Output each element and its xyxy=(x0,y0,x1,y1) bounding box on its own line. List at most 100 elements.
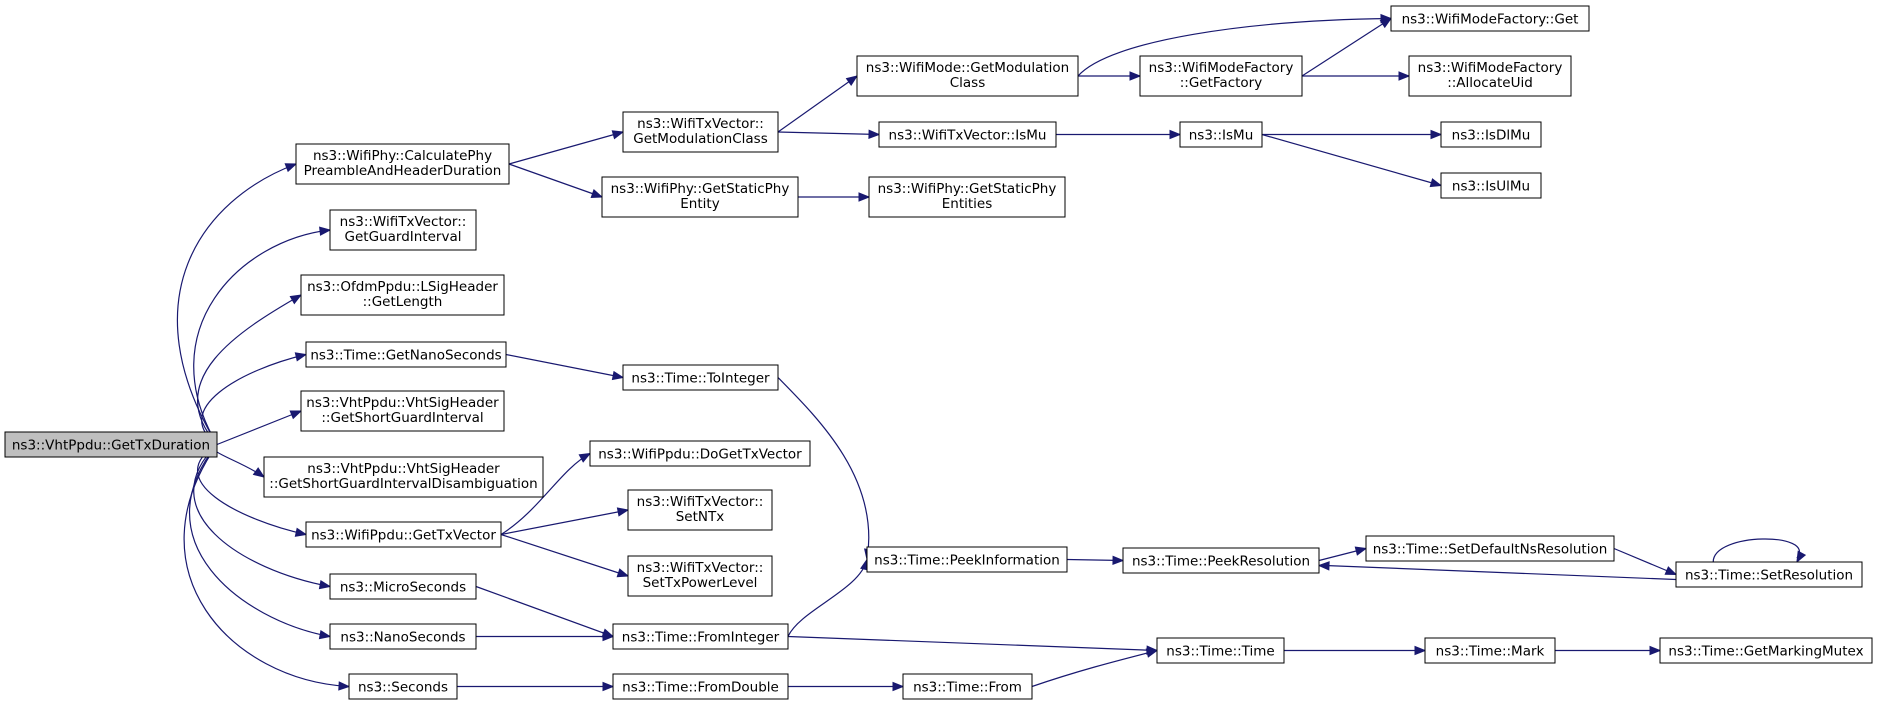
edge-is-mu-to-is-ul-mu xyxy=(1261,133,1443,188)
node-label: Entities xyxy=(942,196,993,212)
node-box xyxy=(622,364,779,391)
edge-get-tx-duration-to-lsig-get-length xyxy=(196,294,303,445)
node-box xyxy=(1440,121,1542,148)
node-label: ns3::Time::Mark xyxy=(1436,644,1545,660)
node-time-time[interactable]: ns3::Time::Time xyxy=(1156,637,1285,664)
node-do-get-tx-vector[interactable]: ns3::WifiPpdu::DoGetTxVector xyxy=(589,440,811,467)
edge-get-static-phy-entity-to-get-static-phy-entities xyxy=(798,192,871,202)
node-label: ns3::Time::ToInteger xyxy=(631,371,770,387)
node-peek-resolution[interactable]: ns3::Time::PeekResolution xyxy=(1122,547,1320,574)
node-allocate-uid[interactable]: ns3::WifiModeFactory::AllocateUid xyxy=(1408,55,1572,97)
edge-mode-get-mod-class-to-factory-get-factory xyxy=(1078,71,1142,81)
node-wifi-ppdu-get-tx-vector[interactable]: ns3::WifiPpdu::GetTxVector xyxy=(305,521,502,548)
node-label: ns3::WifiPhy::CalculatePhy xyxy=(313,148,492,164)
node-label: ns3::Time::PeekInformation xyxy=(874,553,1060,569)
node-tx-vec-get-mod-class[interactable]: ns3::WifiTxVector::GetModulationClass xyxy=(622,111,779,153)
node-label: Class xyxy=(950,75,986,91)
node-tx-vec-is-mu[interactable]: ns3::WifiTxVector::IsMu xyxy=(878,121,1057,148)
node-label: ns3::IsDlMu xyxy=(1452,128,1531,144)
edge-from-integer-to-peek-information xyxy=(787,558,870,637)
node-label: ns3::NanoSeconds xyxy=(340,630,465,646)
node-box xyxy=(329,209,477,251)
node-label: ::AllocateUid xyxy=(1447,75,1533,91)
node-label: ns3::Time::PeekResolution xyxy=(1132,554,1310,570)
node-label: ns3::Time::SetDefaultNsResolution xyxy=(1373,542,1608,558)
node-micro-seconds[interactable]: ns3::MicroSeconds xyxy=(329,573,477,600)
node-get-short-guard-interval[interactable]: ns3::VhtPpdu::VhtSigHeader::GetShortGuar… xyxy=(300,390,505,432)
edge-tx-vec-get-mod-class-to-tx-vec-is-mu xyxy=(777,129,881,139)
node-box xyxy=(300,390,505,432)
node-get-sgidisamb[interactable]: ns3::VhtPpdu::VhtSigHeader::GetShortGuar… xyxy=(263,456,544,498)
node-box xyxy=(612,623,789,650)
node-set-resolution[interactable]: ns3::Time::SetResolution xyxy=(1675,561,1863,588)
node-set-ntx[interactable]: ns3::WifiTxVector::SetNTx xyxy=(627,489,773,531)
node-label: ns3::Seconds xyxy=(358,680,448,696)
node-seconds[interactable]: ns3::Seconds xyxy=(348,673,458,700)
node-label: PreambleAndHeaderDuration xyxy=(304,163,502,179)
node-factory-get[interactable]: ns3::WifiModeFactory::Get xyxy=(1390,5,1590,32)
edge-tx-vec-is-mu-to-is-mu xyxy=(1056,129,1182,140)
node-from-double[interactable]: ns3::Time::FromDouble xyxy=(612,673,789,700)
node-peek-information[interactable]: ns3::Time::PeekInformation xyxy=(866,546,1068,573)
edge-calculate-phy-to-tx-vec-get-mod-class xyxy=(508,130,625,165)
node-label: ns3::WifiModeFactory::Get xyxy=(1402,12,1579,28)
node-box xyxy=(305,341,507,368)
node-label: ns3::WifiTxVector:: xyxy=(637,494,764,510)
edge-seconds-to-from-double xyxy=(457,681,615,692)
edge-micro-seconds-to-from-integer xyxy=(475,585,615,638)
node-box xyxy=(1390,5,1590,32)
edge-time-from-to-time-time xyxy=(1031,648,1159,688)
node-mode-get-mod-class[interactable]: ns3::WifiMode::GetModulationClass xyxy=(856,55,1079,97)
node-set-tx-power-level[interactable]: ns3::WifiTxVector::SetTxPowerLevel xyxy=(627,555,773,597)
node-lsig-get-length[interactable]: ns3::OfdmPpdu::LSigHeader::GetLength xyxy=(300,274,505,316)
edge-wifi-ppdu-get-tx-vector-to-set-ntx xyxy=(500,507,630,536)
node-to-integer[interactable]: ns3::Time::ToInteger xyxy=(622,364,779,391)
node-label: SetNTx xyxy=(676,509,725,525)
node-box xyxy=(263,456,544,498)
node-from-integer[interactable]: ns3::Time::FromInteger xyxy=(612,623,789,650)
node-box xyxy=(902,673,1033,700)
edge-peek-resolution-to-set-default-ns-resolution xyxy=(1318,546,1368,562)
node-nano-seconds[interactable]: ns3::NanoSeconds xyxy=(329,623,477,650)
node-is-mu[interactable]: ns3::IsMu xyxy=(1179,121,1263,148)
node-box xyxy=(1408,55,1572,97)
node-box xyxy=(612,673,789,700)
node-box xyxy=(856,55,1079,97)
node-box xyxy=(866,546,1068,573)
node-label: ns3::Time::From xyxy=(913,680,1022,696)
node-time-mark[interactable]: ns3::Time::Mark xyxy=(1424,637,1556,664)
nodes-layer: ns3::VhtPpdu::GetTxDuration ns3::WifiPhy:… xyxy=(4,5,1873,700)
edge-factory-get-factory-to-allocate-uid xyxy=(1302,71,1411,81)
node-time-from[interactable]: ns3::Time::From xyxy=(902,673,1033,700)
node-is-dl-mu[interactable]: ns3::IsDlMu xyxy=(1440,121,1542,148)
node-calculate-phy[interactable]: ns3::WifiPhy::CalculatePhyPreambleAndHea… xyxy=(295,143,510,185)
node-box xyxy=(1440,172,1542,199)
node-label: GetGuardInterval xyxy=(345,229,462,245)
node-label: Entity xyxy=(680,196,719,212)
edge-wifi-ppdu-get-tx-vector-to-set-tx-power-level xyxy=(500,533,630,578)
node-box xyxy=(300,274,505,316)
node-box xyxy=(1424,637,1556,664)
node-label: ns3::WifiMode::GetModulation xyxy=(866,60,1069,76)
node-label: ns3::WifiTxVector:: xyxy=(637,116,764,132)
node-box xyxy=(1122,547,1320,574)
node-factory-get-factory[interactable]: ns3::WifiModeFactory::GetFactory xyxy=(1139,55,1303,97)
node-get-nano-seconds[interactable]: ns3::Time::GetNanoSeconds xyxy=(305,341,507,368)
edge-wifi-ppdu-get-tx-vector-to-do-get-tx-vector xyxy=(500,452,592,536)
node-box xyxy=(348,673,458,700)
edge-calculate-phy-to-get-static-phy-entity xyxy=(508,163,604,198)
node-is-ul-mu[interactable]: ns3::IsUlMu xyxy=(1440,172,1542,199)
node-get-tx-duration[interactable]: ns3::VhtPpdu::GetTxDuration xyxy=(4,431,218,458)
node-get-guard-interval[interactable]: ns3::WifiTxVector::GetGuardInterval xyxy=(329,209,477,251)
node-label: ns3::WifiTxVector::IsMu xyxy=(889,128,1047,144)
node-get-marking-mutex[interactable]: ns3::Time::GetMarkingMutex xyxy=(1659,637,1873,664)
edge-peek-information-to-peek-resolution xyxy=(1066,555,1125,566)
node-label: ns3::MicroSeconds xyxy=(340,580,466,596)
node-label: GetModulationClass xyxy=(633,131,768,147)
edge-to-integer-to-peek-information xyxy=(777,377,874,561)
node-label: ns3::Time::GetMarkingMutex xyxy=(1668,644,1863,660)
node-box xyxy=(329,573,477,600)
node-set-default-ns-resolution[interactable]: ns3::Time::SetDefaultNsResolution xyxy=(1365,535,1615,562)
